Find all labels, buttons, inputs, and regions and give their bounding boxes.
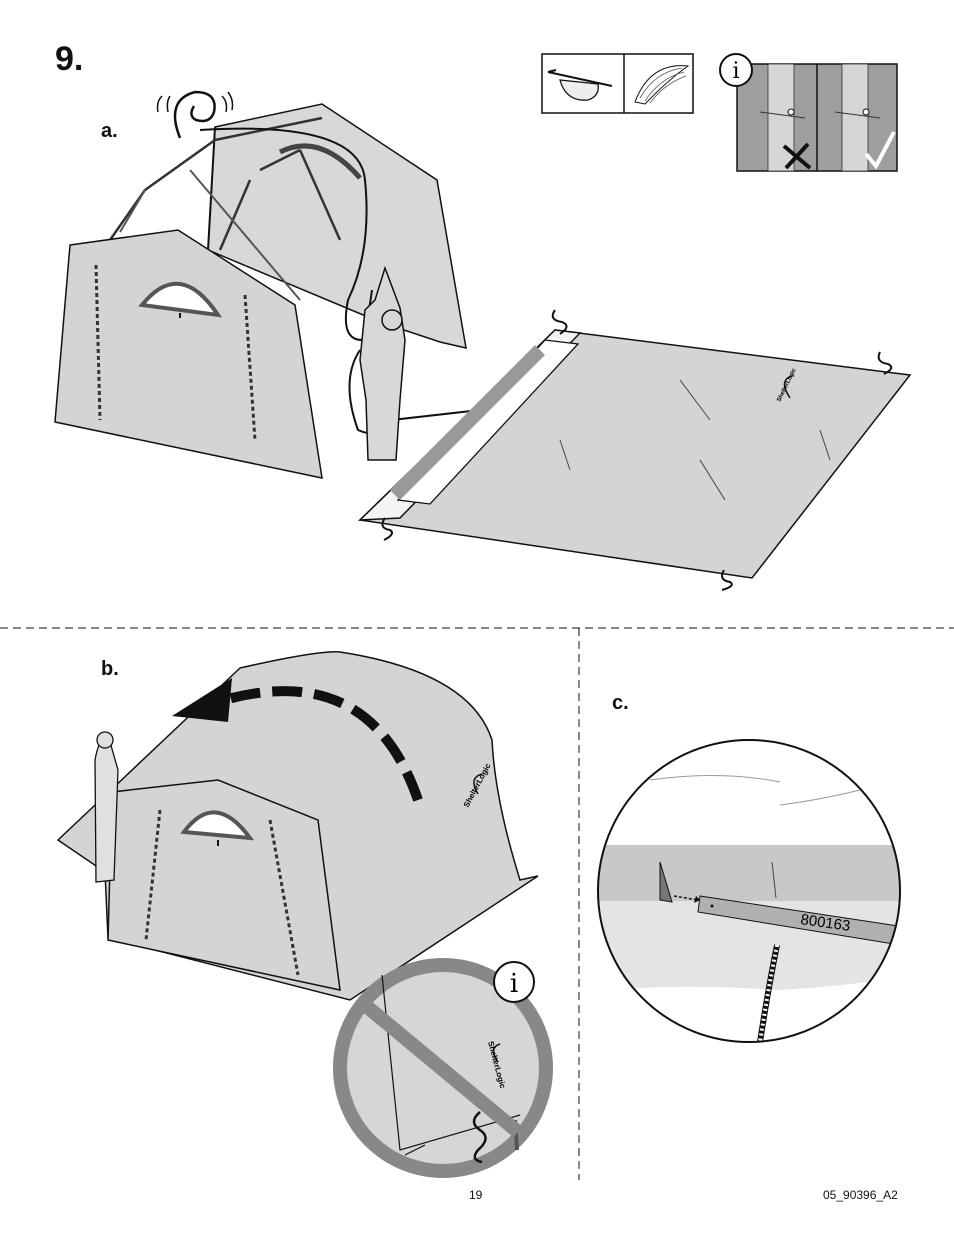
shelter-cover-b — [56, 651, 539, 1001]
info-symbol-b: i — [510, 969, 518, 999]
person-figure-b — [94, 731, 119, 883]
incorrect-x-icon — [782, 142, 812, 170]
panel-a-label: a. — [101, 120, 118, 142]
info-icon — [719, 53, 753, 87]
direction-arrow — [172, 678, 423, 802]
info-panel-top — [736, 63, 898, 172]
shelter-front-panel-a — [54, 229, 323, 479]
document-code: 05_90396_A2 — [823, 1188, 898, 1202]
step-number: 9. — [55, 40, 84, 78]
prohibited-circle — [333, 958, 553, 1178]
detail-circle-border — [597, 739, 901, 1043]
correct-check-icon — [864, 131, 896, 170]
part-number: 800163 — [799, 911, 851, 935]
safety-glasses-icon — [547, 69, 613, 101]
detail-circle-c — [598, 740, 900, 1042]
shelter-frame-a — [108, 103, 467, 349]
wind-icon — [156, 90, 234, 139]
person-figure-a — [359, 265, 406, 461]
panel-b-label: b. — [101, 658, 119, 680]
info-symbol-top: i — [732, 59, 739, 84]
info-icon-b — [493, 961, 535, 1003]
tools-box — [541, 53, 694, 114]
rope-icon — [634, 65, 690, 105]
page-number: 19 — [469, 1188, 483, 1202]
panel-c-label: c. — [612, 692, 629, 714]
folded-cover-a — [358, 309, 912, 591]
